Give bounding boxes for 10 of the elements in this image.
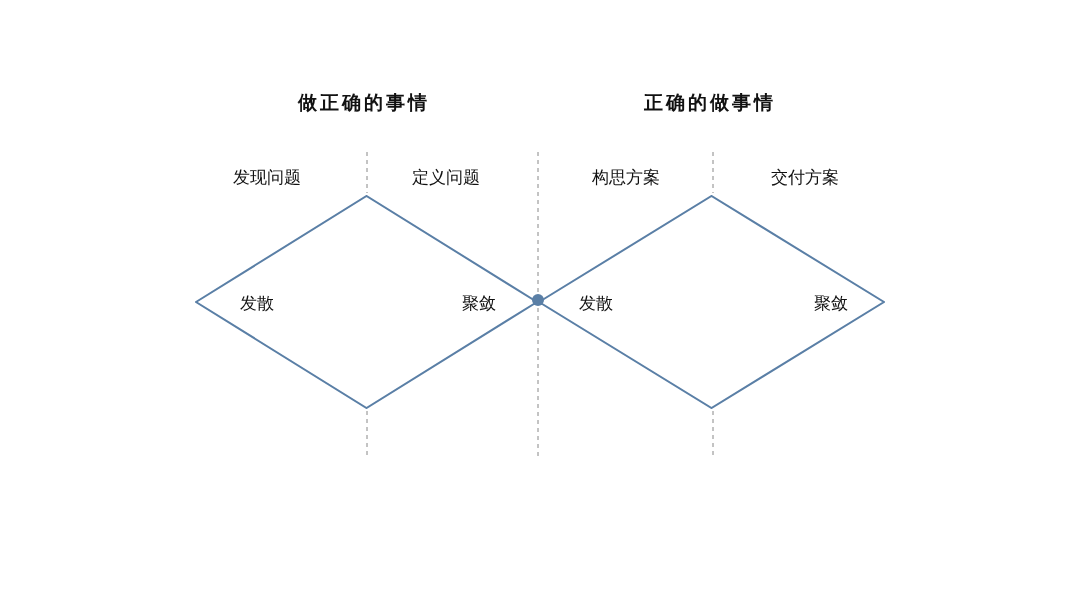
phase-label: 发散 — [579, 291, 613, 315]
phase-label: 发散 — [240, 291, 274, 315]
phase-label: 聚敛 — [462, 291, 496, 315]
heading: 做正确的事情 — [298, 90, 430, 115]
stage-label: 交付方案 — [771, 165, 839, 189]
stage-label: 构思方案 — [592, 165, 660, 189]
stage-label: 发现问题 — [233, 165, 301, 189]
stage-label: 定义问题 — [412, 165, 480, 189]
heading: 正确的做事情 — [644, 90, 776, 115]
phase-label: 聚敛 — [814, 291, 848, 315]
